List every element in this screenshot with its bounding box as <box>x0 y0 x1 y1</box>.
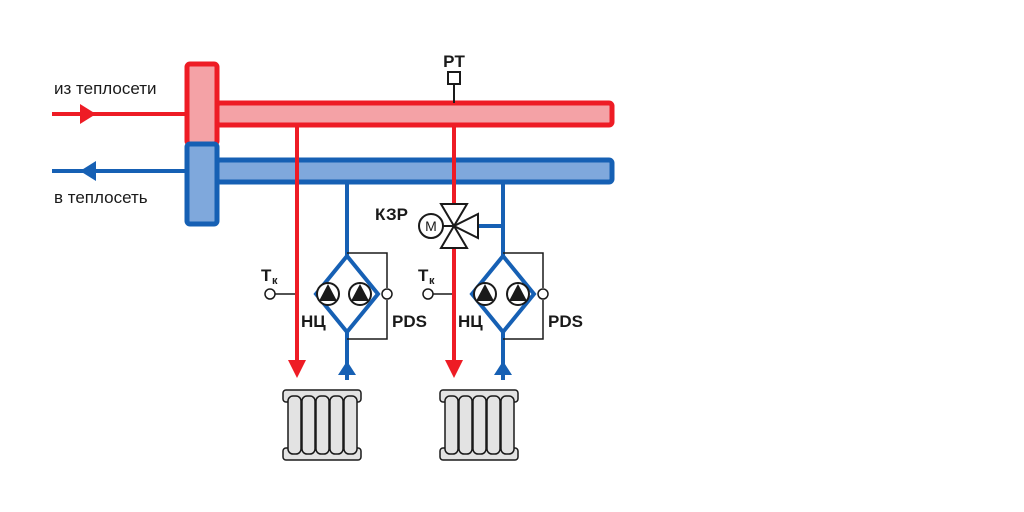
label-circuit-2-temp-sensor: T <box>418 266 429 285</box>
circuit-1-temp-sensor <box>264 288 295 300</box>
hydraulic-separator <box>184 61 220 227</box>
circuit-1-pump-right <box>348 282 372 306</box>
circuit-1-pressure-switch <box>347 252 393 340</box>
label-return-to-network: в теплосеть <box>54 188 148 207</box>
mixing-valve <box>418 203 479 249</box>
label-supply-from-network: из теплосети <box>54 79 157 98</box>
circuit-1-return-arrow <box>338 361 356 375</box>
label-circuit-1-temp-sensor-sub: к <box>272 275 278 287</box>
label-circuit-2-pump: НЦ <box>458 312 483 331</box>
label-circuit-2-temp-sensor-sub: к <box>429 275 435 287</box>
circuit-1-pump-left <box>316 282 340 306</box>
circuit-2-pump-bypass <box>469 252 537 336</box>
circuit-1-radiator <box>282 389 362 461</box>
circuit-2-radiator <box>439 389 519 461</box>
label-circuit-2-pressure-switch: PDS <box>548 312 583 331</box>
label-valve-motor: M <box>425 218 437 234</box>
circuit-1: PDS НЦ T к <box>261 125 427 461</box>
label-circuit-1-pump: НЦ <box>301 312 326 331</box>
label-mixing-valve: КЗР <box>375 205 408 224</box>
circuit-2-return-arrow <box>494 361 512 375</box>
circuit-2-pump-right <box>506 282 530 306</box>
circuit-2-pump-left <box>473 282 497 306</box>
return-outlet-line <box>52 161 187 181</box>
separator-supply-part <box>187 64 217 144</box>
valve-actuator-motor <box>418 213 444 239</box>
pressure-sensor-box <box>447 71 461 85</box>
circuit-1-supply-arrow <box>288 360 306 378</box>
circuit-2-supply-arrow <box>445 360 463 378</box>
return-header <box>214 157 615 185</box>
return-flow-arrow <box>80 161 96 181</box>
label-circuit-1-temp-sensor: T <box>261 266 272 285</box>
pressure-sensor: PT <box>443 52 465 103</box>
supply-inlet-line <box>52 104 187 124</box>
circuit-2-pressure-switch <box>503 252 549 340</box>
separator-outline-bottom <box>184 141 220 227</box>
separator-return-part <box>187 144 217 224</box>
label-circuit-1-pressure-switch: PDS <box>392 312 427 331</box>
supply-flow-arrow <box>80 104 96 124</box>
circuit-2: M КЗР PDS НЦ T к <box>375 125 583 461</box>
supply-header <box>214 100 615 128</box>
label-pressure-sensor: PT <box>443 52 465 71</box>
circuit-1-pump-bypass <box>313 252 381 336</box>
circuit-2-temp-sensor <box>422 288 452 300</box>
